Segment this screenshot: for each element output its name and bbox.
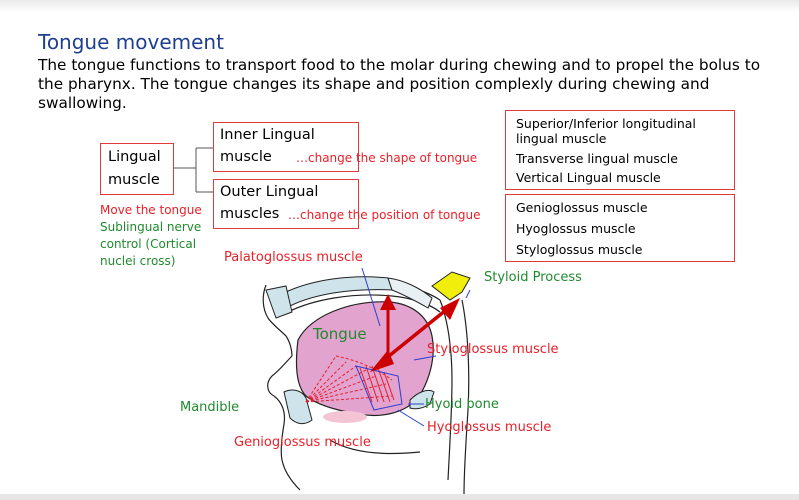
move-tongue-note: Move the tongue (100, 203, 202, 217)
label-tongue: Tongue (313, 325, 367, 343)
list-item: Transverse lingual muscle (516, 151, 678, 166)
hyoglossus-hatch (359, 365, 395, 403)
label-styloid: Styloid Process (484, 270, 582, 285)
label-styloglossus: Styloglossus muscle (427, 342, 559, 357)
top-bar (0, 0, 799, 12)
lingual-muscle-box (100, 143, 174, 195)
label-genioglossus: Genioglossus muscle (234, 435, 371, 450)
inner-lingual-box (213, 122, 359, 172)
outer-lingual-box (213, 179, 359, 229)
list-item: Hyoglossus muscle (516, 221, 636, 236)
inner-lingual-note: …change the shape of tongue (296, 151, 478, 165)
list-item: Genioglossus muscle (516, 200, 648, 215)
label-palatoglossus: Palatoglossus muscle (224, 250, 363, 265)
inner-muscle-list-box (505, 110, 735, 190)
leader-lines (361, 267, 471, 427)
hyoglossus-outline (355, 365, 403, 411)
soft-palate (387, 277, 433, 309)
outer-muscle-list: Genioglossus muscle Hyoglossus muscle St… (516, 200, 728, 257)
inner-muscle-list: Superior/Inferior longitudinal lingual m… (516, 116, 728, 185)
nerve-control-note: Sublingual nerve control (Cortical nucle… (100, 220, 202, 268)
label-hyoid: Hyoid bone (425, 397, 499, 412)
styloid-process (431, 271, 471, 301)
bottom-bar (0, 494, 799, 500)
outer-muscle-list-box (505, 194, 735, 262)
label-hyoglossus: Hyoglossus muscle (427, 420, 552, 435)
floor-shadow (323, 411, 367, 423)
page-title: Tongue movement (38, 30, 224, 54)
vertical-arrow (380, 294, 396, 360)
list-item: Superior/Inferior longitudinal lingual m… (516, 116, 696, 146)
outer-lingual-note: …change the position of tongue (288, 208, 481, 222)
list-item: Styloglossus muscle (516, 242, 643, 257)
list-item: Vertical Lingual muscle (516, 170, 661, 185)
upper-incisor (265, 285, 293, 319)
inner-lingual-label: Inner Lingual muscle (220, 127, 315, 165)
label-mandible: Mandible (180, 400, 240, 415)
tree-connectors (174, 147, 213, 193)
outer-lingual-label: Outer Lingual muscles (220, 184, 319, 222)
lingual-muscle-label: Lingual muscle (108, 149, 161, 188)
mandible-bone (283, 389, 313, 425)
intro-paragraph: The tongue functions to transport food t… (38, 56, 761, 112)
